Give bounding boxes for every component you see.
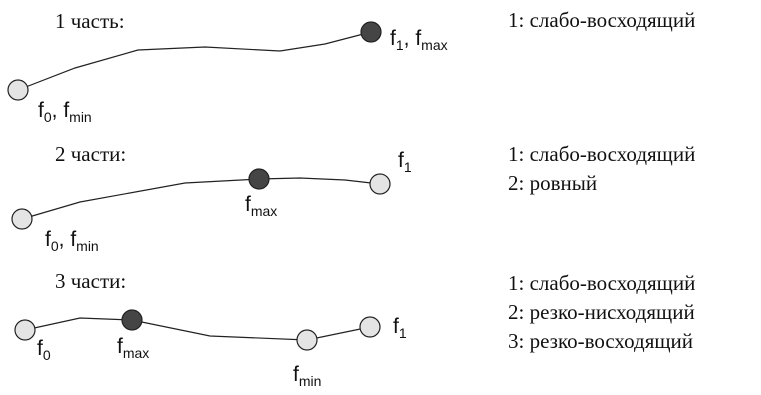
panel-3: 3 части: f0 fmax fmin f1 1: слабо-восход… <box>14 269 695 389</box>
panel-1-point-f0-fmin <box>7 79 29 101</box>
panel-1-title: 1 часть: <box>55 9 125 33</box>
panel-3-legend-1: 1: слабо-восходящий <box>508 271 695 295</box>
panel-1: 1 часть: f1, fmax f0, fmin 1: слабо-восх… <box>7 8 695 125</box>
panel-2-point-f1 <box>369 173 391 195</box>
panel-3-label-fmax: fmax <box>117 335 149 361</box>
panel-2-title: 2 части: <box>55 142 126 166</box>
panel-3-legend-2: 2: резко-нисходящий <box>508 300 695 324</box>
panel-2: 2 части: f1 fmax f0, fmin 1: слабо-восхо… <box>11 142 695 254</box>
panel-3-point-f0 <box>14 319 36 341</box>
panel-3-label-f0: f0 <box>37 337 51 363</box>
panel-1-curve <box>17 31 372 91</box>
panel-3-label-f1: f1 <box>393 315 407 341</box>
panel-1-legend-1: 1: слабо-восходящий <box>508 8 695 32</box>
panel-3-title: 3 части: <box>55 269 126 293</box>
panel-2-label-f0-fmin: f0, fmin <box>45 228 99 254</box>
panel-1-label-f0-fmin: f0, fmin <box>38 99 92 125</box>
panel-3-point-fmax <box>121 309 143 331</box>
panel-3-legend-3: 3: резко-восходящий <box>508 329 693 353</box>
panel-3-point-f1 <box>359 316 381 338</box>
panel-3-curve <box>24 317 371 341</box>
panel-2-point-f0-fmin <box>11 208 33 230</box>
panel-3-label-fmin: fmin <box>293 363 321 389</box>
panel-2-point-fmax <box>248 168 270 190</box>
panel-1-point-f1-fmax <box>360 21 382 43</box>
panel-2-legend-2: 2: ровный <box>508 171 597 195</box>
panel-1-label-f1-fmax: f1, fmax <box>390 27 448 53</box>
panel-2-legend-1: 1: слабо-восходящий <box>508 142 695 166</box>
panel-2-curve <box>21 177 381 220</box>
panel-2-label-f1: f1 <box>398 149 412 175</box>
panel-2-label-fmax: fmax <box>245 193 277 219</box>
panel-3-point-fmin <box>296 329 318 351</box>
